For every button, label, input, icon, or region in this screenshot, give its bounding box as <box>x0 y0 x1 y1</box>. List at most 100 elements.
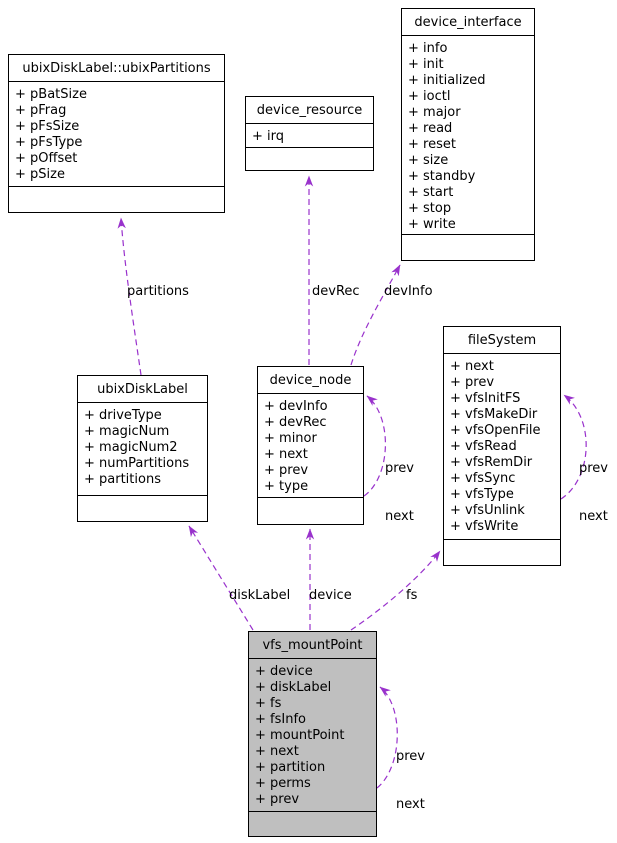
class-attribute: + start <box>408 185 454 200</box>
class-attribute: + magicNum2 <box>84 440 178 455</box>
class-node-ubixdisklabel[interactable]: ubixDiskLabel + driveType+ magicNum+ mag… <box>77 375 208 522</box>
class-node-filesystem[interactable]: fileSystem + next+ prev+ vfsInitFS+ vfsM… <box>443 326 561 566</box>
class-title: vfs_mountPoint <box>249 632 376 659</box>
edge-label-disklabel: diskLabel <box>229 588 291 603</box>
attributes-compartment: + driveType+ magicNum+ magicNum2+ numPar… <box>78 403 207 495</box>
class-attribute: + devRec <box>264 415 327 430</box>
empty-compartment <box>249 811 376 836</box>
class-attribute: + device <box>255 664 313 679</box>
class-title: ubixDiskLabel::ubixPartitions <box>9 55 224 82</box>
edge-label-filesystem-loop: prev next <box>579 429 608 557</box>
edge-mountpoint-selfloop-arrow <box>376 686 398 789</box>
class-attribute: + next <box>450 359 494 374</box>
class-attribute: + vfsMakeDir <box>450 407 538 422</box>
empty-compartment <box>78 495 207 521</box>
class-attribute: + mountPoint <box>255 728 345 743</box>
class-attribute: + next <box>264 447 308 462</box>
attributes-compartment: + info+ init+ initialized+ ioctl+ major+… <box>402 36 534 234</box>
edge-label-next: next <box>579 509 608 524</box>
edge-label-next: next <box>396 797 425 812</box>
class-attribute: + pBatSize <box>15 87 87 102</box>
class-attribute: + standby <box>408 169 476 184</box>
class-attribute: + irq <box>252 129 285 144</box>
class-attribute: + next <box>255 744 299 759</box>
class-attribute: + stop <box>408 201 452 216</box>
class-attribute: + fs <box>255 696 282 711</box>
class-attribute: + initialized <box>408 73 486 88</box>
class-attribute: + vfsInitFS <box>450 391 521 406</box>
edge-disklabel-arrow <box>188 525 254 631</box>
class-attribute: + init <box>408 57 444 72</box>
class-attribute: + fsInfo <box>255 712 306 727</box>
edge-label-devicenode-loop: prev next <box>385 429 414 557</box>
class-title: ubixDiskLabel <box>78 376 207 403</box>
class-attribute: + vfsWrite <box>450 519 519 534</box>
edge-label-device: device <box>309 588 352 603</box>
edge-label-devinfo: devInfo <box>384 284 433 299</box>
edge-filesystem-selfloop-arrow <box>560 394 587 500</box>
class-title: device_resource <box>246 97 373 124</box>
edge-label-prev: prev <box>385 461 415 476</box>
class-attribute: + major <box>408 105 461 120</box>
empty-compartment <box>258 497 363 524</box>
class-attribute: + type <box>264 479 309 494</box>
attributes-compartment: + device+ diskLabel+ fs+ fsInfo+ mountPo… <box>249 659 376 811</box>
edge-fs-arrow <box>350 550 441 631</box>
attributes-compartment: + devInfo+ devRec+ minor+ next+ prev+ ty… <box>258 394 363 497</box>
class-attribute: + perms <box>255 776 311 791</box>
attributes-compartment: + pBatSize+ pFrag+ pFsSize+ pFsType+ pOf… <box>9 82 224 186</box>
edge-label-prev: prev <box>579 461 609 476</box>
class-node-device-resource[interactable]: device_resource + irq <box>245 96 374 171</box>
class-attribute: + partition <box>255 760 326 775</box>
empty-compartment <box>402 234 534 260</box>
class-attribute: + numPartitions <box>84 456 190 471</box>
edge-label-next: next <box>385 509 414 524</box>
class-attribute: + vfsType <box>450 487 514 502</box>
class-node-device-node[interactable]: device_node + devInfo+ devRec+ minor+ ne… <box>257 366 364 525</box>
class-attribute: + pFrag <box>15 103 67 118</box>
class-attribute: + prev <box>255 792 300 807</box>
class-attribute: + size <box>408 153 449 168</box>
class-attribute: + vfsOpenFile <box>450 423 541 438</box>
class-attribute: + ioctl <box>408 89 451 104</box>
class-title: device_interface <box>402 9 534 36</box>
class-attribute: + reset <box>408 137 456 152</box>
class-attribute: + pFsSize <box>15 119 80 134</box>
class-node-vfs-mountpoint-current: vfs_mountPoint + device+ diskLabel+ fs+ … <box>248 631 377 837</box>
empty-compartment <box>9 186 224 212</box>
edge-label-fs: fs <box>406 588 418 603</box>
class-title: fileSystem <box>444 327 560 354</box>
class-attribute: + minor <box>264 431 317 446</box>
class-attribute: + vfsRemDir <box>450 455 533 470</box>
class-attribute: + driveType <box>84 408 162 423</box>
edge-label-mountpoint-loop: prev next <box>396 717 425 843</box>
edge-devinfo-arrow <box>350 264 401 366</box>
class-attribute: + pFsType <box>15 135 83 150</box>
class-attribute: + magicNum <box>84 424 170 439</box>
class-attribute: + partitions <box>84 472 161 487</box>
class-attribute: + devInfo <box>264 399 328 414</box>
class-node-device-interface[interactable]: device_interface + info+ init+ initializ… <box>401 8 535 261</box>
edge-label-partitions: partitions <box>127 284 189 299</box>
class-attribute: + pSize <box>15 167 65 182</box>
class-attribute: + info <box>408 41 448 56</box>
class-attribute: + pOffset <box>15 151 78 166</box>
class-attribute: + write <box>408 217 456 232</box>
edge-label-devrec: devRec <box>312 284 360 299</box>
attributes-compartment: + irq <box>246 124 373 147</box>
empty-compartment <box>444 539 560 565</box>
class-attribute: + diskLabel <box>255 680 332 695</box>
class-attribute: + vfsUnlink <box>450 503 525 518</box>
edge-devicenode-selfloop-arrow <box>363 395 386 497</box>
class-attribute: + prev <box>450 375 495 390</box>
class-node-ubixpartitions[interactable]: ubixDiskLabel::ubixPartitions + pBatSize… <box>8 54 225 213</box>
class-title: device_node <box>258 367 363 394</box>
class-attribute: + prev <box>264 463 309 478</box>
edge-partitions-arrow <box>117 217 142 376</box>
class-attribute: + vfsSync <box>450 471 516 486</box>
class-attribute: + read <box>408 121 453 136</box>
attributes-compartment: + next+ prev+ vfsInitFS+ vfsMakeDir+ vfs… <box>444 354 560 539</box>
empty-compartment <box>246 147 373 170</box>
